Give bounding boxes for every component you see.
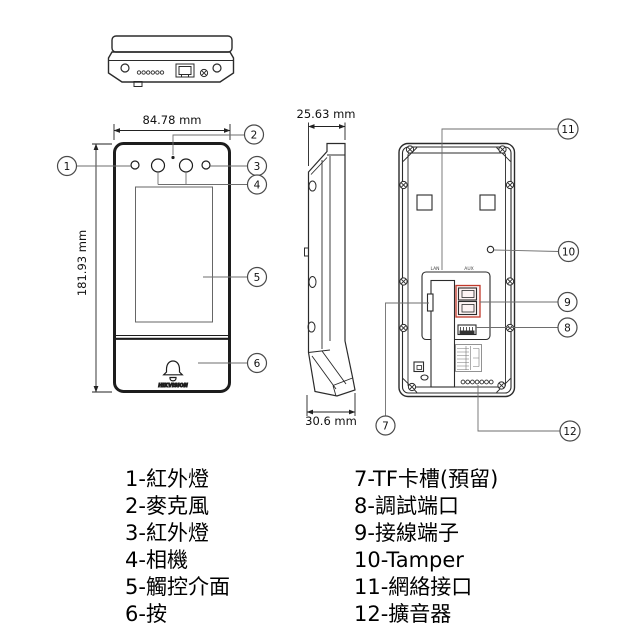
touch-screen — [135, 186, 213, 323]
camera-left — [150, 158, 166, 173]
screw-icon — [405, 145, 415, 154]
svg-text:8: 8 — [564, 322, 571, 334]
microphone-dot — [171, 155, 175, 160]
back-view: LAN AUX — [398, 142, 516, 398]
legend-item: 6-按 — [125, 602, 167, 626]
callout-10: 10 — [557, 240, 580, 263]
wiring-terminal-block — [455, 284, 481, 318]
top-tab — [133, 81, 143, 87]
svg-text:5: 5 — [254, 272, 261, 284]
svg-text:9: 9 — [564, 297, 571, 309]
front-width-label: 84.78 mm — [143, 113, 202, 127]
legend-item: 4-相機 — [125, 548, 188, 572]
callout-leader-lines — [76, 128, 560, 432]
loudspeaker-holes-icon — [460, 379, 494, 385]
top-connector-icon — [175, 63, 195, 78]
callout-1: 1 — [56, 155, 78, 177]
screw-icon — [497, 381, 506, 390]
callout-9: 9 — [557, 291, 578, 313]
top-view — [107, 35, 235, 87]
legend-item: 10-Tamper — [354, 548, 464, 572]
screw-icon — [399, 323, 408, 333]
top-speaker-holes-icon — [136, 70, 165, 75]
front-housing — [113, 142, 231, 393]
legend-item: 9-接線端子 — [354, 521, 459, 545]
brand-logo: HIKVISION — [158, 383, 188, 389]
side-hole-top — [308, 180, 317, 192]
screw-icon — [407, 382, 417, 392]
front-width-dimension — [113, 124, 231, 140]
svg-text:2: 2 — [251, 129, 258, 141]
side-bottom-dimension — [306, 393, 356, 416]
side-hole-middle — [308, 276, 317, 288]
svg-text:3: 3 — [254, 161, 261, 173]
tf-card-cover — [430, 279, 456, 388]
legend-item: 2-麥克風 — [125, 494, 209, 518]
callout-4: 4 — [246, 174, 268, 195]
legend-item: 3-紅外燈 — [125, 521, 209, 545]
debug-port — [457, 324, 477, 336]
screw-icon — [505, 323, 515, 333]
screw-icon — [505, 277, 515, 286]
callout-2: 2 — [243, 124, 265, 145]
svg-text:6: 6 — [254, 358, 261, 370]
callout-6: 6 — [246, 352, 268, 374]
top-screw-hole-right — [212, 63, 222, 73]
svg-text:10: 10 — [562, 246, 575, 258]
ground-terminal — [413, 361, 425, 373]
legend-left-column: 1-紅外燈 2-麥克風 3-紅外燈 4-相機 5-觸控介面 6-按 — [125, 466, 230, 628]
legend-item: 12-擴音器 — [354, 602, 452, 626]
screw-icon — [505, 180, 515, 190]
callout-11: 11 — [557, 118, 579, 140]
screw-icon — [199, 68, 209, 78]
legend-right-column: 7-TF卡槽(預留) 8-調試端口 9-接線端子 10-Tamper 11-網絡… — [354, 466, 498, 628]
tamper-switch — [486, 245, 495, 254]
callout-markers: 1 2 3 4 5 6 7 8 9 10 11 12 — [56, 118, 581, 442]
side-bottom-depth-label: 30.6 mm — [305, 414, 357, 428]
camera-right — [178, 158, 194, 173]
svg-text:4: 4 — [254, 179, 261, 191]
interface-recess-panel — [421, 271, 491, 341]
legend-item: 11-網絡接口 — [354, 575, 473, 599]
ir-light-left — [130, 160, 140, 170]
tf-card-slot — [426, 293, 434, 312]
callout-12: 12 — [559, 420, 581, 442]
side-release-tab — [304, 247, 309, 257]
legend-item: 8-調試端口 — [354, 494, 459, 518]
svg-text:1: 1 — [64, 161, 71, 173]
svg-text:12: 12 — [563, 426, 576, 438]
screw-icon — [399, 277, 408, 286]
svg-text:7: 7 — [382, 420, 389, 432]
callout-7: 7 — [375, 415, 396, 436]
cable-hole — [420, 374, 429, 381]
svg-text:11: 11 — [561, 124, 574, 136]
mounting-hole-left — [416, 194, 433, 211]
side-view — [304, 142, 356, 397]
ir-light-right — [201, 160, 211, 170]
callout-5: 5 — [246, 266, 268, 288]
wiring-label — [455, 344, 482, 372]
screw-icon — [498, 145, 507, 154]
side-top-depth-label: 25.63 mm — [297, 107, 356, 121]
top-screw-hole-left — [120, 63, 130, 73]
legend-item: 5-觸控介面 — [125, 575, 230, 599]
lan-port-label: LAN — [430, 266, 439, 272]
callout-3: 3 — [246, 155, 268, 177]
front-height-dimension — [92, 143, 112, 393]
legend-item: 1-紅外燈 — [125, 467, 209, 491]
callout-8: 8 — [557, 317, 578, 338]
legend-item: 7-TF卡槽(預留) — [354, 467, 499, 491]
doorbell-icon — [162, 360, 184, 382]
screw-icon — [399, 180, 408, 190]
side-hole-bottom — [307, 321, 316, 333]
front-view: HIKVISION — [113, 142, 231, 393]
aux-port-label: AUX — [464, 266, 473, 272]
mounting-hole-right — [479, 194, 496, 211]
front-height-label: 181.93 mm — [75, 230, 89, 296]
side-top-dimension — [308, 122, 346, 166]
